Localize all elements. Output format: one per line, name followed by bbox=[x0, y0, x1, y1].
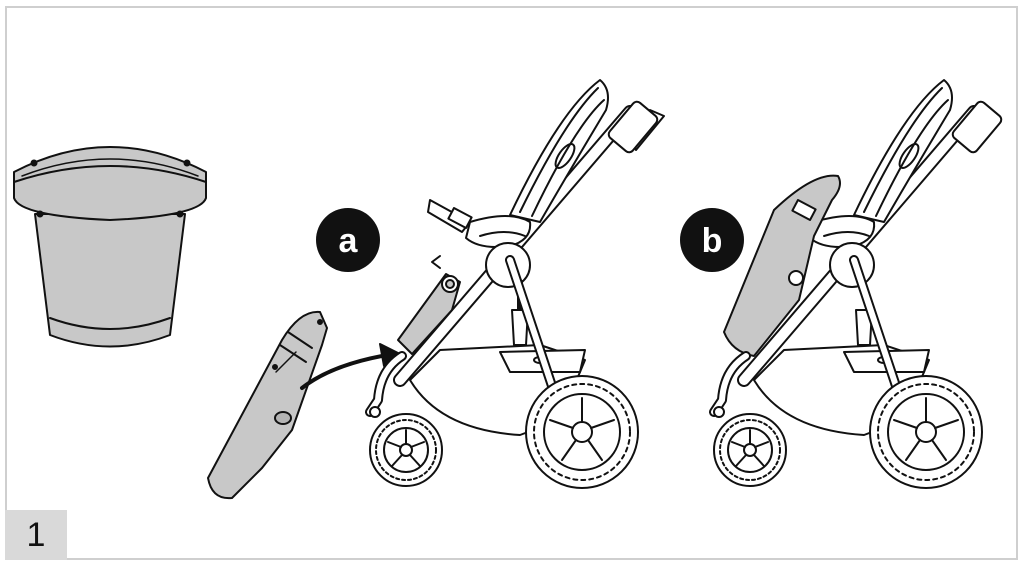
step-number: 1 bbox=[26, 515, 46, 554]
canopy-part bbox=[13, 146, 207, 348]
label-a: a bbox=[339, 222, 359, 260]
rear-wheel-b bbox=[869, 375, 983, 489]
rear-wheel-a bbox=[525, 375, 639, 489]
stroller-b bbox=[709, 79, 1003, 489]
stroller-a bbox=[365, 79, 665, 489]
label-badge-b: b bbox=[680, 208, 744, 272]
label-badge-a: a bbox=[316, 208, 380, 272]
front-wheel-a bbox=[369, 413, 443, 487]
step-number-box: 1 bbox=[5, 510, 67, 560]
side-panel-part bbox=[207, 310, 328, 500]
label-b: b bbox=[702, 222, 723, 260]
front-wheel-b bbox=[713, 413, 787, 487]
